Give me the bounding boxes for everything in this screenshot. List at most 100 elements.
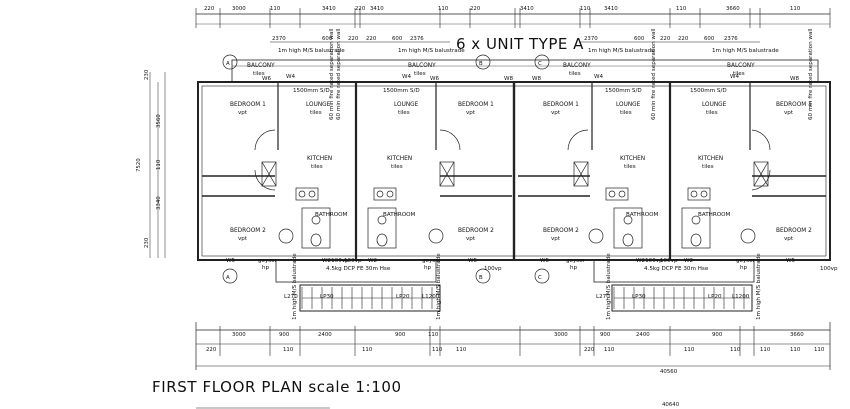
room-label-lounge: LOUNGE [702,102,727,108]
mid-dimension-label: 600 [634,36,645,42]
basin-icon [691,215,701,225]
annotation-tag: LP30 [632,294,646,300]
room-label-bedroom-1: BEDROOM 1 [776,102,812,108]
toilet-icon [622,233,634,247]
floor-finish-label: tiles [624,164,636,170]
bottom-dimension-label-secondary: 110 [684,347,695,353]
annotation-tag: W2 [368,258,377,264]
room-label-bathroom: BATHROOM [626,212,659,218]
annotation-tag: W8 [504,76,514,82]
geyser-icon [588,228,604,244]
balustrade-note: 1m high M/S balustrade [712,48,779,54]
room-label-kitchen: KITCHEN [307,156,332,162]
room-label-bedroom-2: BEDROOM 2 [543,228,579,234]
annotation-tag: W5 [468,258,478,264]
top-dimension-label: 220 [470,6,481,12]
bottom-dimension-label: 2400 [318,332,332,338]
annotation-tag: LP20 [396,294,410,300]
sink-icon [608,190,616,198]
floor-finish-label: tiles [733,71,745,77]
bottom-dimension-label-secondary: 110 [730,347,741,353]
floor-finish-label: vpt [551,110,561,116]
room-label-bedroom-2: BEDROOM 2 [776,228,812,234]
geyser-icon [278,228,294,244]
annotation-tag: hp [570,265,578,271]
annotation-tag: W5 [786,258,796,264]
room-label-bathroom: BATHROOM [698,212,731,218]
annotation-tag: 100vp [660,258,678,264]
top-dimension-label: 110 [438,6,449,12]
annotation-tag: W2 [684,258,693,264]
left-dimension-label: 3340 [156,196,162,210]
fire-wall-note: 60 min fire rated separation wall [808,28,814,120]
toilet-icon [690,233,702,247]
sink-icon [298,190,306,198]
annotation-tag: geyser [566,258,586,264]
total-dimension-secondary: 40640 [662,402,680,408]
stove-icon [386,190,394,198]
mid-dimension-label: 600 [322,36,333,42]
bottom-dimension-label: 3000 [232,332,246,338]
floor-finish-label: tiles [620,110,632,116]
annotation-tag: geyser [736,258,756,264]
bottom-dimension-label: 900 [279,332,290,338]
section-marker-c-bottom: C [538,275,542,281]
room-label-balcony: BALCONY [727,63,755,69]
geyser-icon [740,228,756,244]
section-marker-b-bottom: B [479,275,483,281]
fire-wall-note: 60 min fire rated separation wall [651,28,657,120]
top-dimension-label: 3410 [520,6,534,12]
annotation-tag: W4 [286,74,296,80]
top-dimension-label: 220 [204,6,215,12]
room-label-bathroom: BATHROOM [383,212,416,218]
room-label-lounge: LOUNGE [394,102,419,108]
geyser-icon [428,228,444,244]
annotation-tag: geyser [422,258,442,264]
annotation-tag: hp [740,265,748,271]
left-dimension-label: 7520 [136,158,142,172]
annotation-tag: L1200 [732,294,750,300]
balustrade-note: 1m high M/S balustrade [588,48,655,54]
plan-caption: FIRST FLOOR PLAN scale 1:100 [152,378,402,396]
room-label-balcony: BALCONY [247,63,275,69]
balustrade-note: 1m high M/S balustrade [292,253,298,320]
balustrade-note: 1m high M/S balustrade [606,253,612,320]
balustrade-note: 1m high M/S balustrade [436,253,442,320]
balustrade-note: 1m high M/S balustrade [278,48,345,54]
mid-dimension-label: 220 [660,36,671,42]
kitchen-counter [295,187,319,201]
bottom-dimension-label-secondary: 220 [584,347,595,353]
balustrade-note: 1m high M/S balustrade [756,253,762,320]
mid-dimension-label: 2370 [272,36,286,42]
room-label-bedroom-2: BEDROOM 2 [458,228,494,234]
toilet-icon [376,233,388,247]
room-label-bedroom-1: BEDROOM 1 [543,102,579,108]
top-dimension-label: 3000 [232,6,246,12]
sliding-door-label: 1500mm S/D [690,88,727,94]
floor-finish-label: tiles [310,110,322,116]
kitchen-counter [605,187,629,201]
annotation-tag: 4.5kg DCP FE 30m Hse [644,266,709,272]
floor-finish-label: tiles [569,71,581,77]
annotation-tag: W5 [226,258,236,264]
section-marker-a-top: A [226,61,230,67]
left-dimension-label: 230 [144,69,150,80]
bottom-dimension-label: 900 [600,332,611,338]
floor-finish-label: vpt [238,236,248,242]
sliding-door-label: 1500mm S/D [605,88,642,94]
bottom-dimension-label: 110 [428,332,439,338]
section-marker-c-top: C [538,61,542,67]
room-label-balcony: BALCONY [563,63,591,69]
floor-finish-label: vpt [784,110,794,116]
annotation-tag: L1200 [422,294,440,300]
kitchen-counter [687,187,711,201]
bottom-dimension-label-secondary: 110 [362,347,373,353]
annotation-tag: W8 [790,76,800,82]
left-dimension-label: 110 [156,159,162,170]
annotation-tag: W2100vp [636,258,663,264]
floor-finish-label: tiles [706,110,718,116]
top-dimension-label: 3660 [726,6,740,12]
floor-finish-label: vpt [551,236,561,242]
floor-finish-label: tiles [391,164,403,170]
room-label-bedroom-2: BEDROOM 2 [230,228,266,234]
